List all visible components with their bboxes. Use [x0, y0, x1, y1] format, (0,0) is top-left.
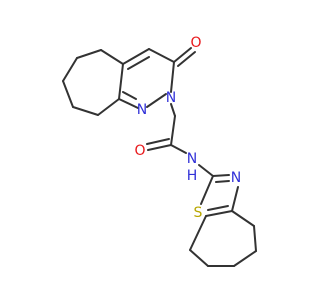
bond — [170, 61, 175, 93]
bond — [207, 205, 229, 211]
atom-label-amide-hydrogen: H — [187, 168, 198, 184]
bond — [170, 115, 176, 146]
atom-label-oxygen-amide: O — [134, 143, 145, 159]
bond — [118, 98, 139, 109]
bond — [146, 93, 167, 108]
bond — [198, 164, 214, 177]
bond — [253, 225, 257, 252]
bond — [62, 57, 78, 82]
bond — [100, 49, 124, 65]
bond — [76, 49, 102, 59]
atom-label-oxygen-ketone: O — [190, 35, 201, 51]
bond — [189, 249, 209, 267]
atom-label-thiazole-nitrogen: N — [231, 170, 241, 186]
bond — [212, 174, 230, 177]
bond — [177, 51, 196, 67]
bond — [62, 80, 74, 108]
bond — [72, 106, 99, 116]
bond — [231, 186, 239, 212]
bond — [122, 91, 137, 100]
bond — [205, 210, 233, 217]
bond — [170, 144, 187, 154]
bonds — [62, 47, 257, 267]
atom-label-nitrogen-1: N — [137, 102, 147, 118]
bond — [148, 48, 175, 63]
bond — [127, 56, 150, 70]
bond — [147, 144, 172, 151]
bond — [215, 180, 230, 183]
atom-label-amide-nitrogen: N — [187, 151, 197, 167]
atom-label-sulfur: S — [194, 205, 203, 221]
atom-label-nitrogen-2: N — [166, 90, 176, 106]
bond — [146, 138, 170, 145]
bond — [118, 63, 124, 100]
bond — [97, 98, 120, 116]
bond — [189, 215, 207, 251]
bond — [231, 210, 255, 227]
bond — [200, 175, 214, 205]
bond — [233, 250, 257, 267]
chemical-structure-diagram: O N N O N H N S — [62, 35, 257, 267]
atom-labels: O N N O N H N S — [134, 35, 241, 221]
bond — [170, 103, 176, 117]
bond — [173, 47, 192, 63]
bond — [122, 48, 150, 65]
